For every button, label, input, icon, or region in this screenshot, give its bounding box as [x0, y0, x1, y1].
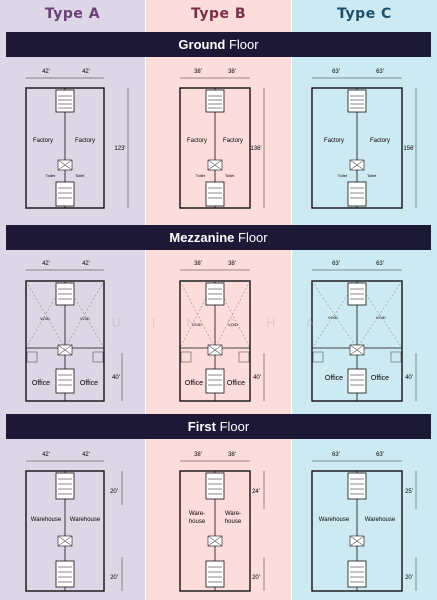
- depth-label: 123': [114, 146, 125, 152]
- width-label: 63': [332, 69, 340, 75]
- depth-label: 40': [253, 375, 261, 381]
- staircase: [205, 560, 225, 588]
- room-label: Warehouse: [31, 517, 62, 523]
- staircase: [347, 560, 367, 588]
- ground-floor-title-bold: Ground: [178, 37, 226, 52]
- room-label: Office: [371, 375, 389, 382]
- width-label: 63': [332, 261, 340, 267]
- mezzanine-floor-title-rest: Floor: [234, 230, 268, 245]
- depth-label: 20': [252, 575, 260, 581]
- room-label: Factory: [187, 138, 207, 144]
- room-label: Factory: [370, 138, 390, 144]
- ground-plan-type-a: 42' 42' Toilet Toilet Factory Factory 12…: [25, 69, 129, 209]
- type-a-header: Type A: [44, 6, 101, 22]
- void-label: VOID: [328, 315, 338, 320]
- depth-label: 20': [110, 489, 118, 495]
- ground-plan-type-b: 38' 38' Toilet Toilet Factory Factory 13…: [179, 69, 265, 209]
- ground-plan-type-c: 63' 63' Toilet Toilet Factory Factory 15…: [311, 69, 417, 209]
- depth-label: 40': [112, 375, 120, 381]
- width-label: 63': [376, 69, 384, 75]
- depth-label: 40': [405, 375, 413, 381]
- void-label: VOID: [192, 322, 202, 327]
- mezzanine-plan-type-b: 38' 38' VOID VOID Office Office 40': [179, 261, 265, 402]
- room-label: Warehouse: [365, 517, 396, 523]
- toilet-label: Toilet: [338, 173, 348, 178]
- width-label: 42': [42, 69, 50, 75]
- mezzanine-floor-banner: Mezzanine Floor: [6, 225, 431, 250]
- room-label-line1: Ware-: [189, 511, 205, 517]
- width-label: 38': [194, 69, 202, 75]
- room-label: Warehouse: [70, 517, 101, 523]
- width-label: 42': [42, 261, 50, 267]
- staircase: [55, 472, 75, 500]
- width-label: 38': [228, 69, 236, 75]
- first-plan-type-c: 63' 63' Warehouse Warehouse 25' 20': [311, 452, 417, 592]
- staircase: [205, 472, 225, 500]
- toilet-label: Toilet: [46, 173, 56, 178]
- staircase: [205, 368, 225, 394]
- width-label: 38': [228, 261, 236, 267]
- first-plan-type-a: 42' 42' Warehouse Warehouse 20' 20': [25, 452, 123, 592]
- void-label: VOID: [376, 315, 386, 320]
- width-label: 42': [82, 452, 90, 458]
- ground-floor-banner: Ground Floor: [6, 32, 431, 57]
- room-label: Office: [227, 380, 245, 387]
- width-label: 38': [194, 261, 202, 267]
- staircase: [347, 472, 367, 500]
- room-label-line2: house: [225, 519, 242, 525]
- staircase: [347, 368, 367, 394]
- room-label: Factory: [33, 138, 53, 144]
- mezzanine-plan-type-c: 63' 63' VOID VOID Office Office 40': [311, 261, 417, 402]
- room-label: Warehouse: [319, 517, 350, 523]
- room-label-line2: house: [189, 519, 206, 525]
- depth-label: 25': [405, 489, 413, 495]
- staircase: [55, 368, 75, 394]
- room-label: Office: [32, 380, 50, 387]
- width-label: 42': [82, 261, 90, 267]
- room-label: Factory: [223, 138, 243, 144]
- mezzanine-plan-type-a: 42' 42' VOID VOID Office Office 40': [25, 261, 123, 402]
- type-c-header: Type C: [337, 6, 392, 22]
- room-label: Factory: [324, 138, 344, 144]
- void-label: VOID: [80, 316, 90, 321]
- staircase: [347, 181, 367, 207]
- first-floor-title-bold: First: [187, 419, 216, 434]
- depth-label: 136': [250, 146, 261, 152]
- staircase: [55, 560, 75, 588]
- mezzanine-floor-title-bold: Mezzanine: [169, 230, 235, 245]
- staircase: [347, 89, 367, 113]
- width-label: 38': [228, 452, 236, 458]
- room-label: Office: [325, 375, 343, 382]
- toilet-label: Toilet: [367, 173, 377, 178]
- room-label: Office: [185, 380, 203, 387]
- void-label: VOID: [228, 322, 238, 327]
- toilet-label: Toilet: [75, 173, 85, 178]
- width-label: 63': [376, 261, 384, 267]
- ground-floor-title-rest: Floor: [225, 37, 259, 52]
- room-label: Factory: [75, 138, 95, 144]
- depth-label: 156': [403, 146, 414, 152]
- first-floor-banner: First Floor: [6, 414, 431, 439]
- room-label-line1: Ware-: [225, 511, 241, 517]
- first-plan-type-b: 38' 38' Ware- house Ware- house 24' 20': [179, 452, 265, 592]
- staircase: [55, 89, 75, 113]
- depth-label: 24': [252, 489, 260, 495]
- staircase: [55, 181, 75, 207]
- depth-label: 20': [405, 575, 413, 581]
- width-label: 42': [82, 69, 90, 75]
- depth-label: 20': [110, 575, 118, 581]
- toilet-label: Toilet: [196, 173, 206, 178]
- first-floor-title-rest: Floor: [215, 419, 250, 434]
- room-label: Office: [80, 380, 98, 387]
- width-label: 38': [194, 452, 202, 458]
- toilet-label: Toilet: [225, 173, 235, 178]
- width-label: 63': [332, 452, 340, 458]
- width-label: 42': [42, 452, 50, 458]
- width-label: 63': [376, 452, 384, 458]
- staircase: [205, 89, 225, 113]
- type-b-header: Type B: [190, 6, 247, 22]
- staircase: [205, 181, 225, 207]
- void-label: VOID: [40, 316, 50, 321]
